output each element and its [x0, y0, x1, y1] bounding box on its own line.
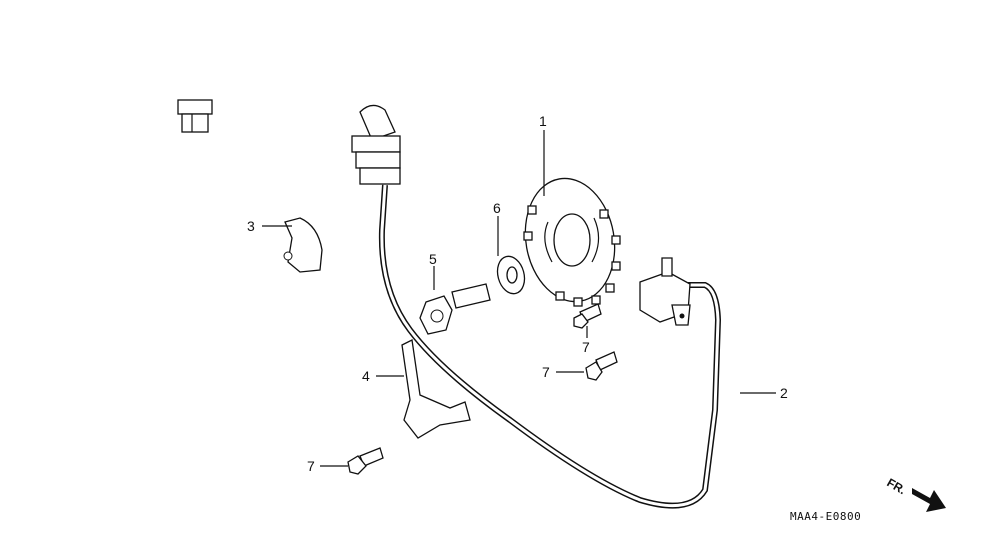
cover-plate [283, 217, 323, 273]
callout-2: 2 [780, 385, 788, 401]
arrow-right-icon [912, 488, 946, 512]
front-direction-indicator: FR. [885, 475, 946, 512]
wire-harness [177, 42, 722, 509]
callout-7-a: 7 [582, 339, 590, 355]
grommet [351, 135, 401, 153]
callout-1: 1 [539, 113, 547, 129]
callout-3: 3 [247, 218, 255, 234]
direction-label: FR. [885, 475, 909, 497]
washer [496, 255, 526, 295]
connector-top [177, 99, 213, 115]
callout-7-b: 7 [542, 364, 550, 380]
flange-bolt [419, 283, 491, 335]
callout-6: 6 [493, 200, 501, 216]
bolt-7-a [573, 303, 602, 329]
callout-5: 5 [429, 251, 437, 267]
pulser-rotor [523, 177, 621, 307]
callout-7-c: 7 [307, 458, 315, 474]
bracket [401, 339, 471, 439]
diagram-code: MAA4-E0800 [790, 510, 861, 523]
callout-4: 4 [362, 368, 370, 384]
bolt-7-b [585, 351, 618, 381]
bolt-7-c [347, 447, 384, 475]
